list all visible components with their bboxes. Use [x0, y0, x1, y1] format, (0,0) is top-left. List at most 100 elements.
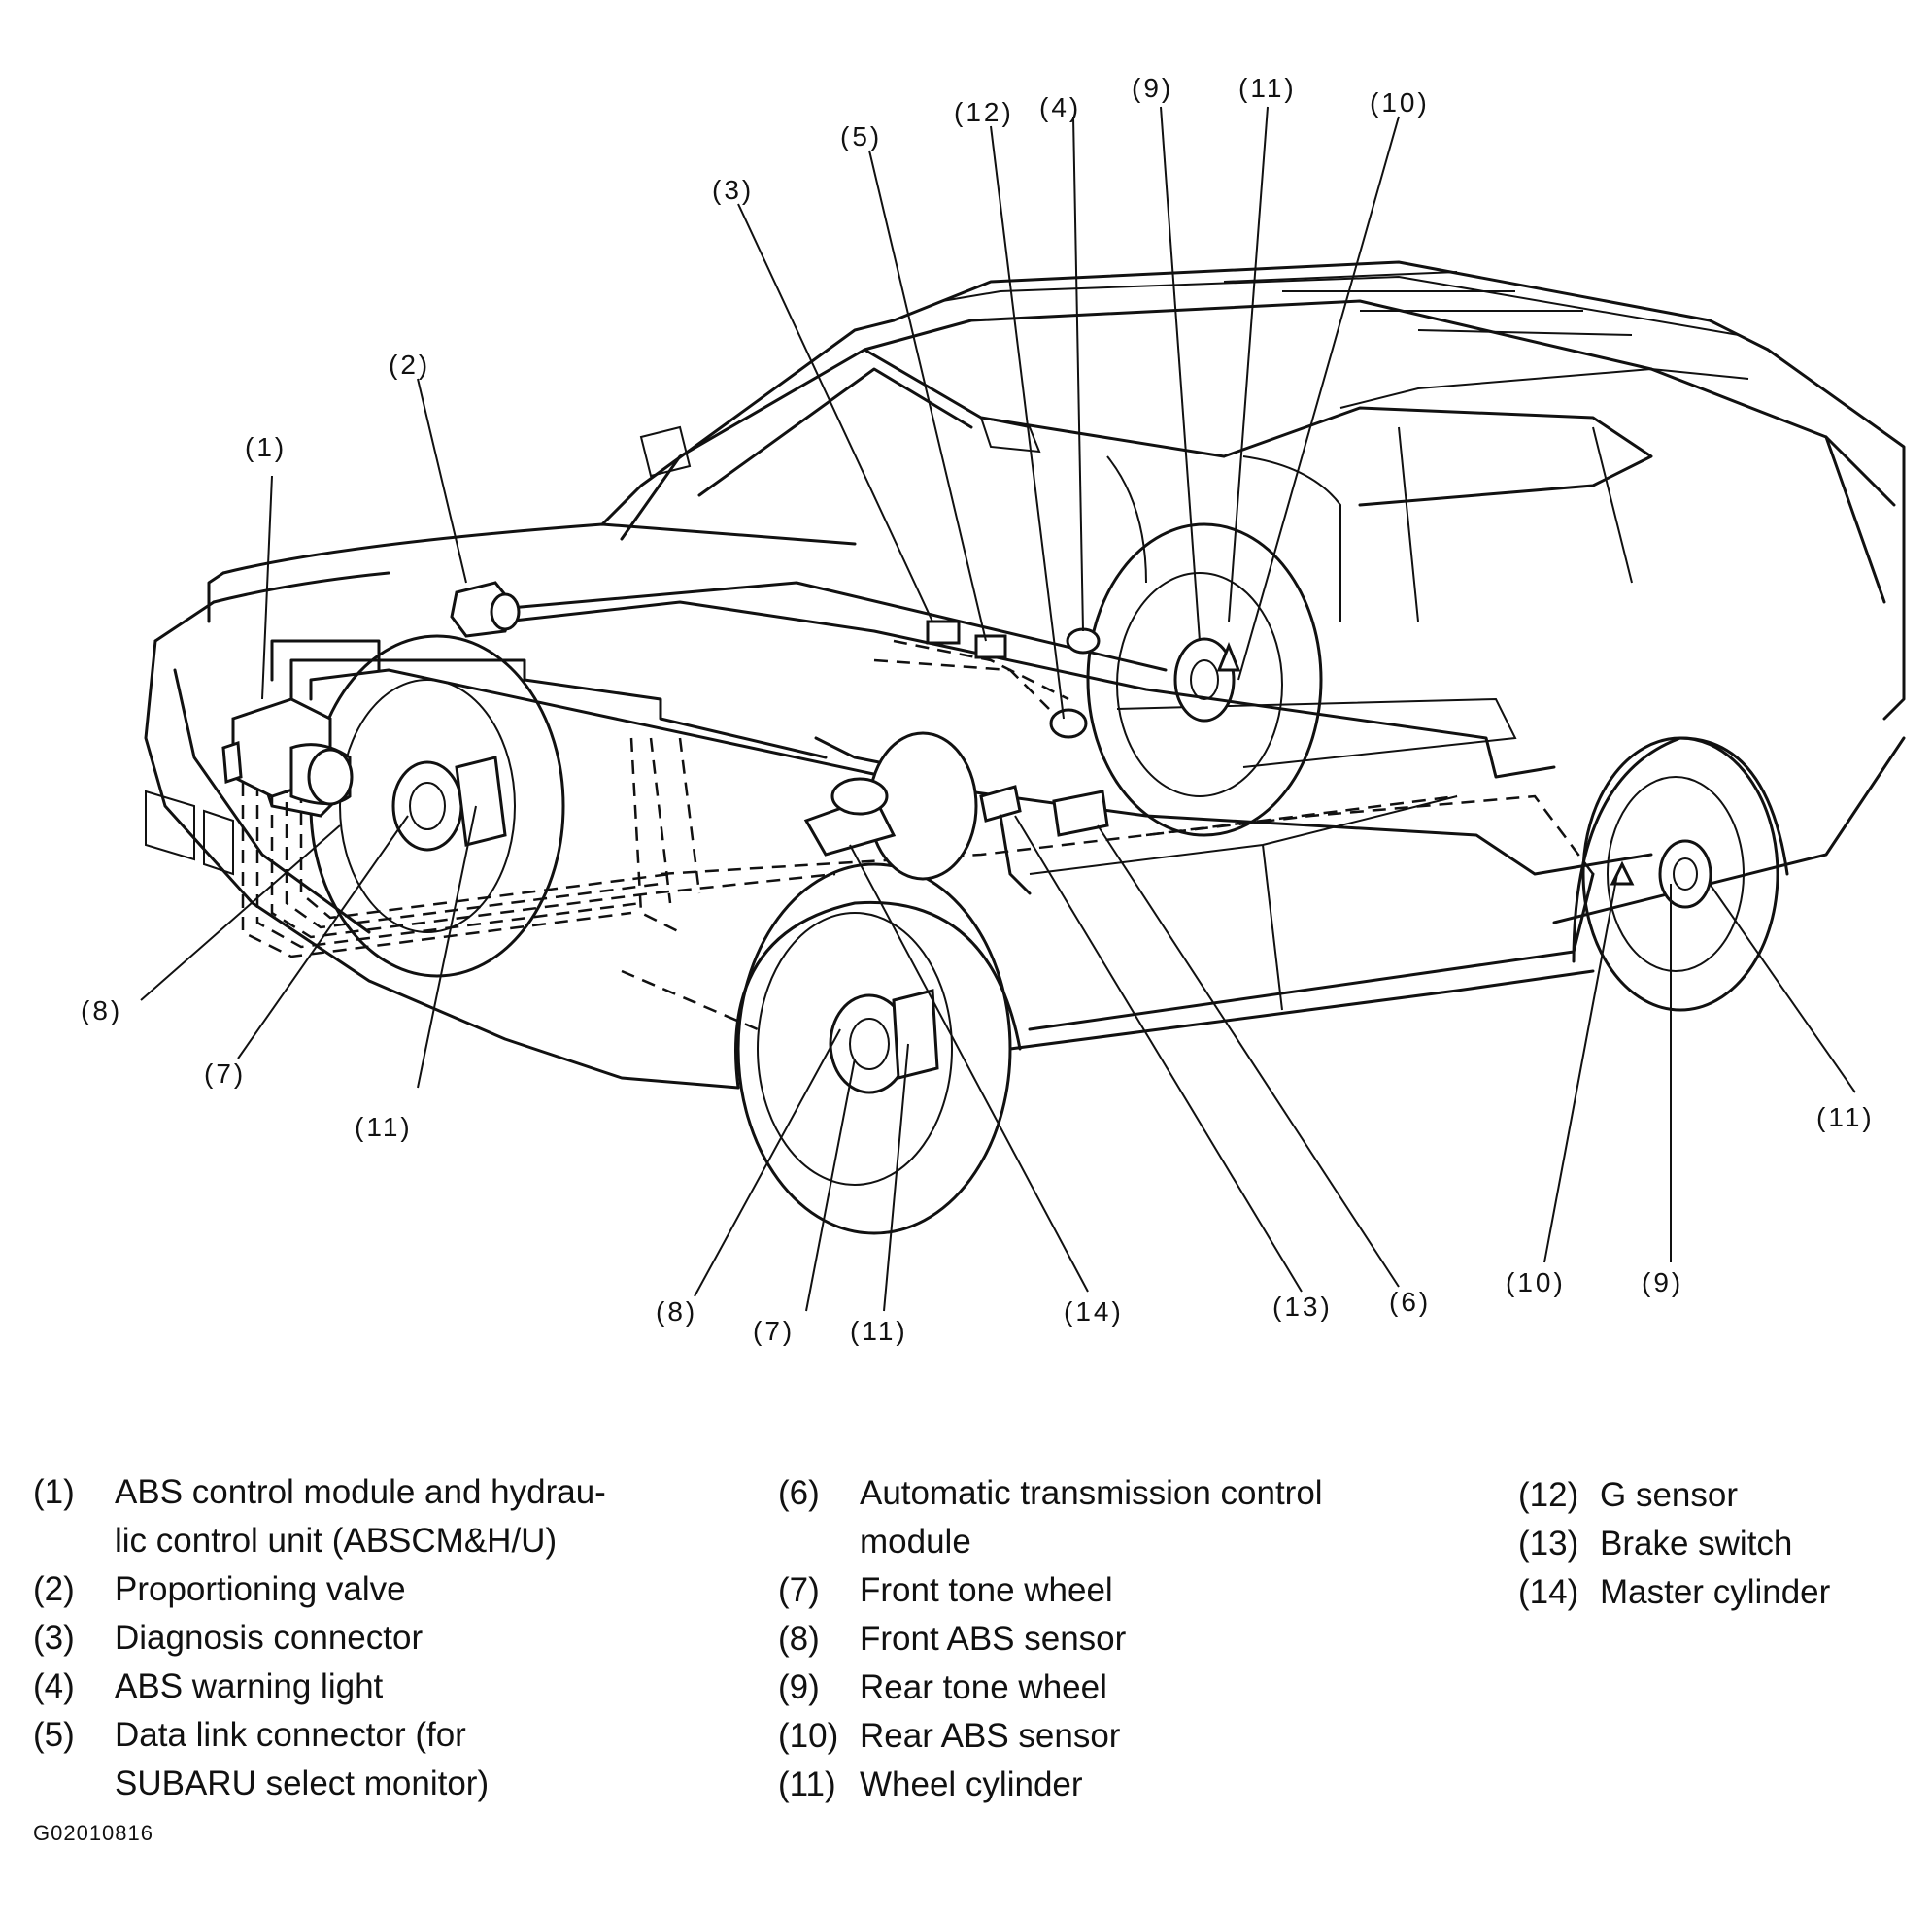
legend-item-text: ABS warning light — [115, 1663, 383, 1711]
vehicle-body — [144, 260, 1906, 1090]
legend-item-number: (14) — [1518, 1573, 1579, 1611]
brake-lines — [270, 581, 1653, 876]
data-link-connector — [974, 634, 1007, 659]
rear-abs-sensor-parts — [1216, 641, 1635, 886]
legend-column-1: (1) ABS control module and hydrau-lic con… — [33, 1468, 713, 1808]
callout-11-left: (11) — [355, 1112, 413, 1142]
legend-item-number: (7) — [778, 1571, 820, 1609]
legend-item: (3) Diagnosis connector — [33, 1614, 713, 1663]
legend-item-line: Rear tone wheel — [860, 1668, 1107, 1706]
legend-item-number: (5) — [33, 1716, 75, 1754]
callout-1: (1) — [245, 432, 287, 462]
legend-item-text: Front ABS sensor — [860, 1615, 1126, 1664]
legend-item-text: Front tone wheel — [860, 1566, 1113, 1615]
legend-item: (7) Front tone wheel — [778, 1566, 1477, 1615]
callout-10-top: (10) — [1370, 87, 1430, 118]
callout-12: (12) — [954, 97, 1014, 127]
front-left-wheel — [251, 634, 565, 978]
callout-5: (5) — [840, 121, 882, 151]
legend-item-text: Brake switch — [1600, 1520, 1792, 1568]
legend-item-line: Diagnosis connector — [115, 1619, 424, 1657]
callout-labels: (1) (2) (3) (5) (12) (4) (9) (11) (10) (… — [81, 73, 1875, 1346]
callout-11-top: (11) — [1238, 73, 1297, 103]
legend-item-text: G sensor — [1600, 1471, 1738, 1520]
callout-2: (2) — [389, 350, 430, 380]
legend-item-text: Diagnosis connector — [115, 1614, 423, 1663]
abs-control-module — [221, 697, 354, 806]
legend-item-number: (4) — [33, 1667, 75, 1705]
legend-item-number: (10) — [778, 1717, 839, 1755]
diagnosis-connector — [926, 620, 961, 645]
legend-item: (10) Rear ABS sensor — [778, 1712, 1477, 1761]
legend-item-number: (12) — [1518, 1476, 1579, 1514]
legend-item-text: Proportioning valve — [115, 1565, 406, 1614]
vehicle-abs-diagram: (1) (2) (3) (5) (12) (4) (9) (11) (10) (… — [81, 73, 1906, 1346]
g-sensor — [1049, 708, 1088, 739]
at-control-module — [1052, 790, 1109, 837]
callout-10-right: (10) — [1506, 1267, 1566, 1297]
legend-item-text: Automatic transmission control module — [860, 1469, 1323, 1566]
callout-11-bottom: (11) — [850, 1316, 908, 1346]
callout-4: (4) — [1039, 92, 1081, 122]
legend-item-line: lic control unit (ABSCM&H/U) — [115, 1522, 558, 1560]
proportioning-valve — [450, 581, 521, 638]
legend-item-line: Brake switch — [1600, 1525, 1793, 1563]
legend-item-number: (2) — [33, 1570, 75, 1608]
legend-item-line: ABS control module and hydrau- — [115, 1473, 606, 1511]
abs-warning-light — [1066, 627, 1101, 655]
legend-item-number: (11) — [778, 1765, 836, 1803]
master-cylinder — [803, 731, 978, 881]
callout-8-bottom: (8) — [656, 1296, 697, 1327]
legend-item-text: Master cylinder — [1600, 1568, 1830, 1617]
callout-13: (13) — [1272, 1292, 1333, 1322]
brake-switch — [979, 785, 1032, 895]
rear-right-wheel — [1581, 736, 1779, 1012]
legend-item-line: Data link connector (for — [115, 1716, 466, 1754]
legend-item-number: (1) — [33, 1473, 75, 1511]
legend-item: (12) G sensor — [1518, 1471, 1926, 1520]
legend-item-number: (8) — [778, 1620, 820, 1658]
legend-item-number: (13) — [1518, 1525, 1579, 1563]
callout-14: (14) — [1064, 1296, 1124, 1327]
legend-item: (9) Rear tone wheel — [778, 1664, 1477, 1712]
legend-item-line: SUBARU select monitor) — [115, 1765, 490, 1802]
legend-item: (13) Brake switch — [1518, 1520, 1926, 1568]
legend-item-text: Rear ABS sensor — [860, 1712, 1120, 1761]
legend-item-number: (6) — [778, 1474, 820, 1512]
legend-item-line: Wheel cylinder — [860, 1765, 1083, 1803]
legend-item: (14) Master cylinder — [1518, 1568, 1926, 1617]
legend-item: (8) Front ABS sensor — [778, 1615, 1477, 1664]
legend-item-text: Wheel cylinder — [860, 1761, 1083, 1809]
leader-lines — [140, 106, 1856, 1312]
callout-6: (6) — [1389, 1287, 1431, 1317]
callout-8-left: (8) — [81, 995, 122, 1025]
legend-item-line: ABS warning light — [115, 1667, 384, 1705]
legend-item-line: Proportioning valve — [115, 1570, 406, 1608]
legend-item-number: (9) — [778, 1668, 820, 1706]
callout-9-top: (9) — [1132, 73, 1173, 103]
legend-item: (11) Wheel cylinder — [778, 1761, 1477, 1809]
legend-item: (6) Automatic transmission control module — [778, 1469, 1477, 1566]
front-right-wheel — [736, 862, 1012, 1235]
legend-item-text: ABS control module and hydrau-lic contro… — [115, 1468, 606, 1565]
legend-item-line: Master cylinder — [1600, 1573, 1831, 1611]
legend-item: (4) ABS warning light — [33, 1663, 713, 1711]
rear-left-wheel — [1086, 522, 1323, 837]
legend-item: (1) ABS control module and hydrau-lic con… — [33, 1468, 713, 1565]
legend-column-3: (12) G sensor (13) Brake switch (14) Master c… — [1518, 1471, 1926, 1617]
callout-9-right: (9) — [1642, 1267, 1683, 1297]
legend-item-line: Rear ABS sensor — [860, 1717, 1121, 1755]
legend-item: (2) Proportioning valve — [33, 1565, 713, 1614]
figure-code: G02010816 — [33, 1821, 153, 1845]
legend-item-line: G sensor — [1600, 1476, 1738, 1514]
legend-item-text: Rear tone wheel — [860, 1664, 1107, 1712]
legend-item-line: Front tone wheel — [860, 1571, 1113, 1609]
callout-3: (3) — [712, 175, 754, 205]
callout-7-left: (7) — [204, 1059, 246, 1089]
callout-11-right: (11) — [1816, 1102, 1875, 1132]
legend-item-number: (3) — [33, 1619, 75, 1657]
legend-item-line: Automatic transmission control — [860, 1474, 1323, 1512]
legend-item-line: module — [860, 1523, 971, 1561]
